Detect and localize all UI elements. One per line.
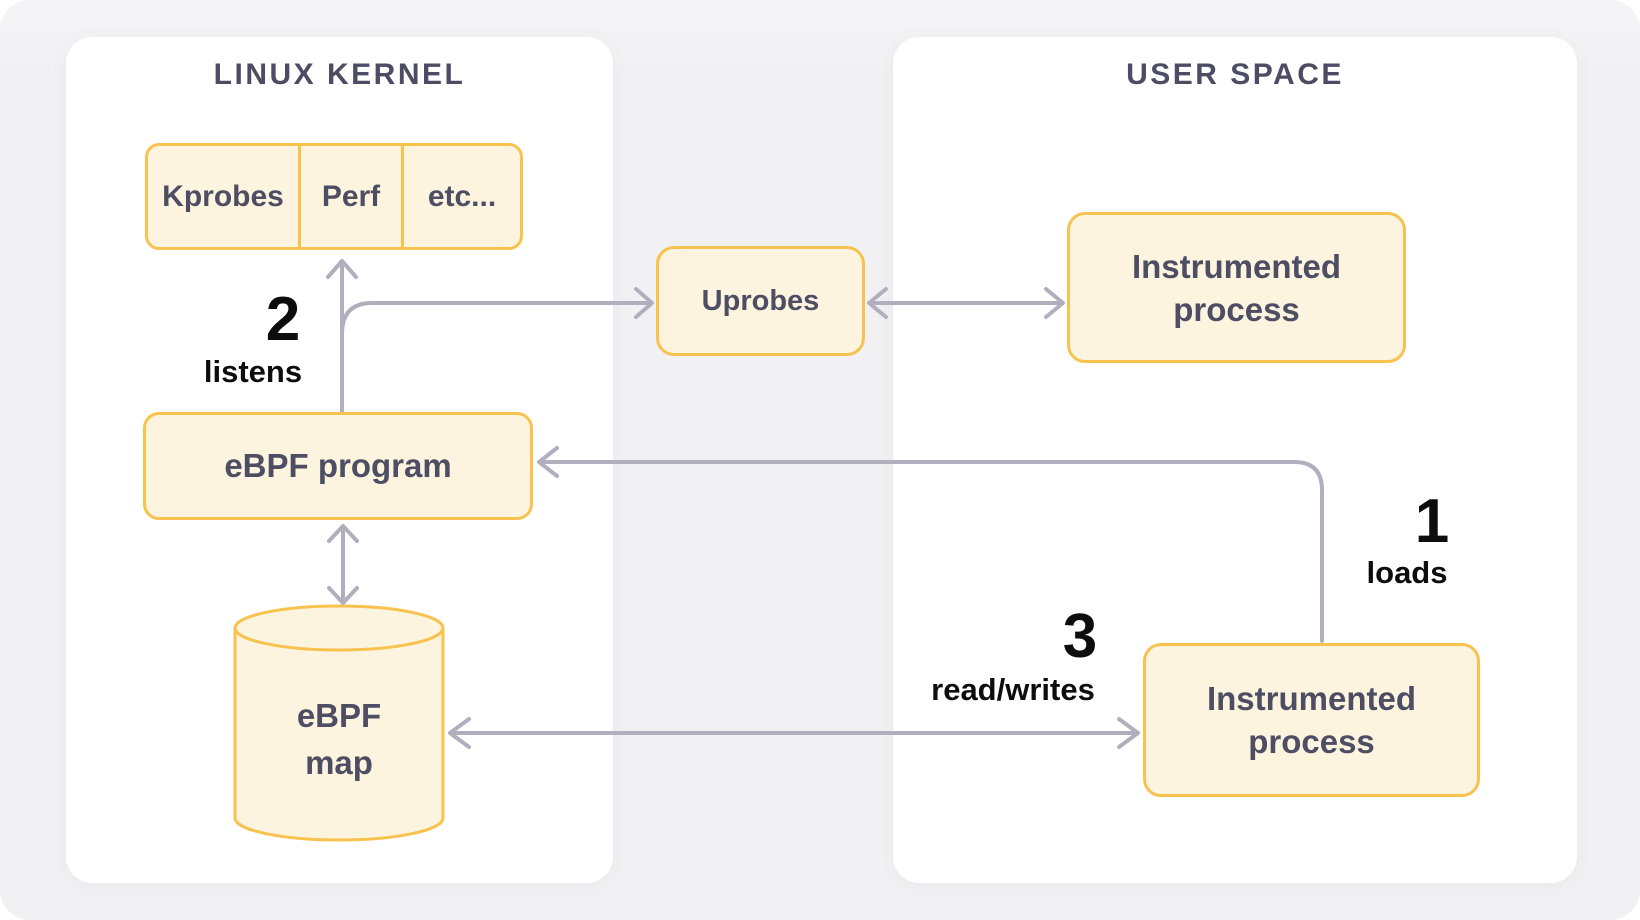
linux-kernel-title: LINUX KERNEL [213,58,466,91]
probe-cell-perf: Perf [298,146,401,247]
arrow-program-map [327,524,359,605]
ebpf-map-line2: map [305,744,373,781]
probe-cell-kprobes: Kprobes [162,179,284,213]
cylinder-body [233,628,445,842]
step-2-number: 2 [265,285,301,354]
step-2-label: listens [203,354,303,389]
instrumented-process-bottom-line2: process [1248,723,1375,760]
instrumented-process-bottom-node: Instrumented process [1143,643,1480,797]
ebpf-map-cylinder [233,604,445,842]
cylinder-top-rim [233,604,445,652]
arrowhead-right-icon [1117,717,1140,749]
step-3-number: 3 [1062,602,1098,671]
arrowhead-up-icon [326,259,358,279]
arrow-uprobes-process [867,287,1065,319]
arrowhead-down-icon [327,586,359,605]
ebpf-map-label: eBPF map [239,692,439,786]
ebpf-program-node: eBPF program [143,412,533,520]
step-1-number: 1 [1414,487,1450,556]
arrowhead-right-icon [1044,287,1065,319]
instrumented-process-top-node: Instrumented process [1067,212,1406,363]
instrumented-process-bottom-line1: Instrumented [1206,680,1417,717]
arrow-listens [326,259,358,413]
arrowhead-left-icon [867,287,888,319]
step-1-label: loads [1366,555,1448,590]
ebpf-map-line1: eBPF [296,697,382,734]
arrowhead-up-icon [327,524,359,543]
arrow-program-to-uprobes [340,287,654,336]
arrowhead-left-icon [537,446,559,478]
arrow-map-process [448,717,1140,749]
step-3-label: read/writes [931,672,1095,707]
probe-cell-etc: etc... [401,146,520,247]
arrowhead-left-icon [448,717,471,749]
user-space-title: USER SPACE [1126,58,1344,91]
arrowhead-right-icon [634,287,654,319]
instrumented-process-top-line2: process [1173,290,1300,328]
arrow-loads [537,446,1324,643]
uprobes-node: Uprobes [656,246,865,356]
instrumented-process-top-line1: Instrumented [1131,247,1342,285]
probe-sources-row: Kprobes Perf etc... [145,143,523,250]
